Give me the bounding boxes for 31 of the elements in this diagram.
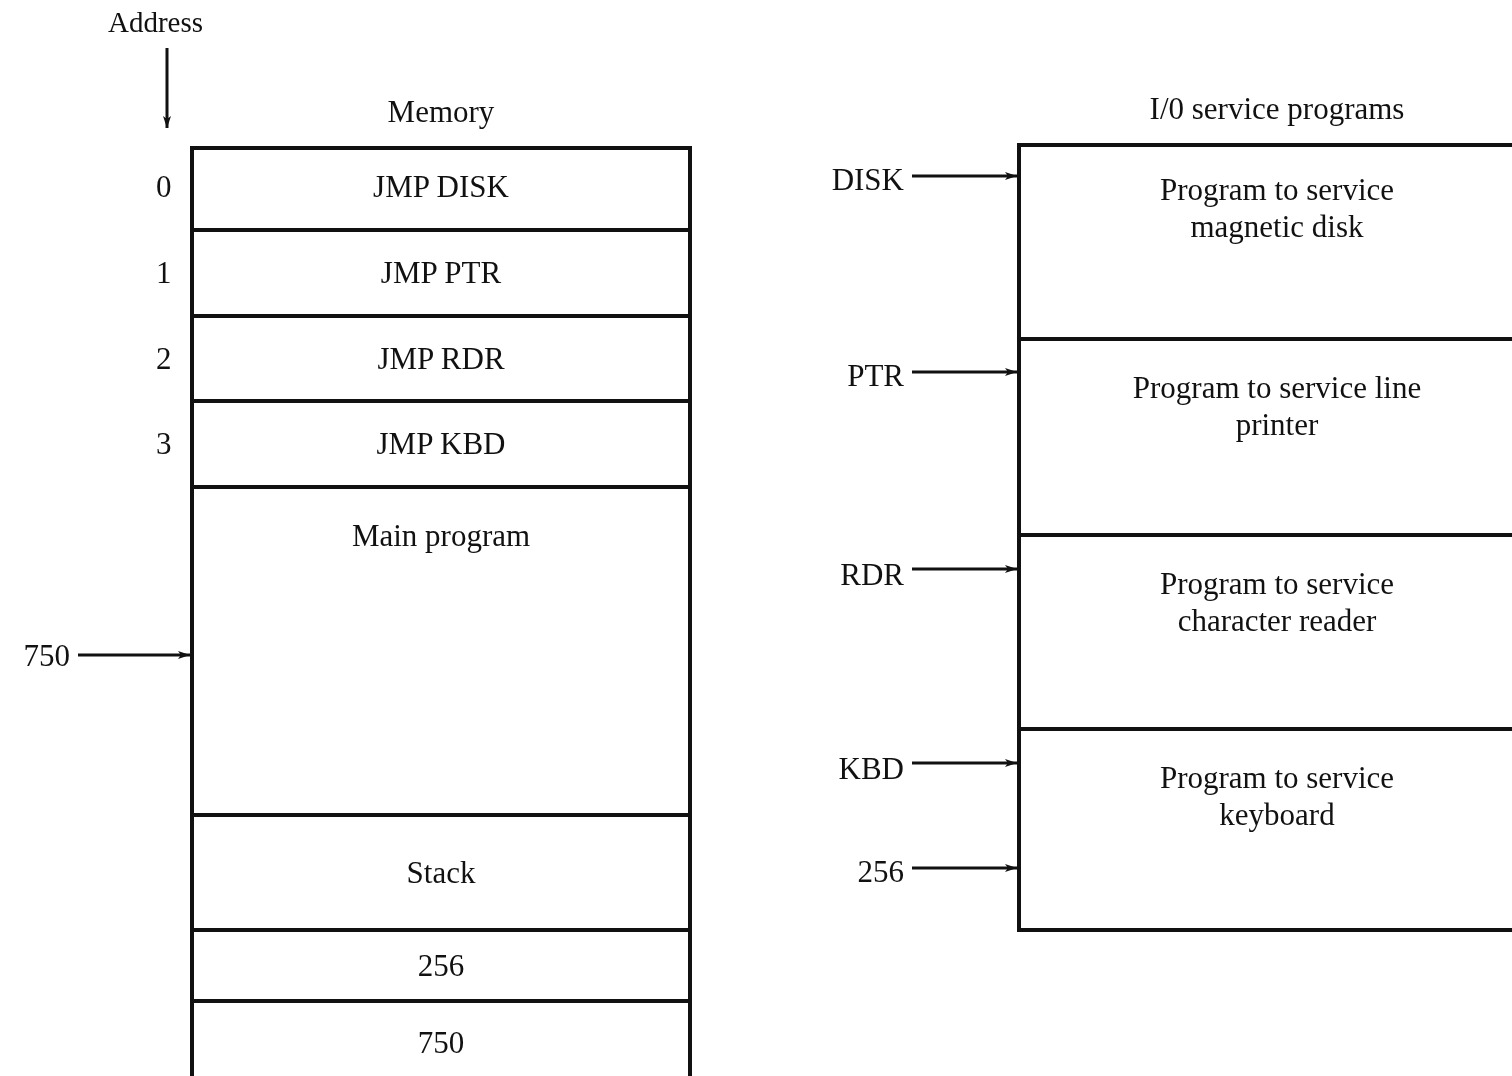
cell-text: 750 [417, 1023, 465, 1062]
cell-text: 256 [417, 946, 465, 985]
cell-text: Program to service keyboard [1158, 759, 1396, 834]
cell-text: Stack [406, 853, 476, 892]
block-heading: Memory [387, 94, 495, 129]
cell-text: Main program [351, 517, 531, 555]
arrow [912, 565, 1017, 573]
address-label: KBD [838, 751, 904, 787]
address-number: 0 [156, 169, 172, 205]
address-label: 750 [23, 638, 70, 674]
cell-text: JMP DISK [373, 168, 509, 206]
arrow [912, 864, 1017, 872]
arrow [912, 368, 1017, 376]
cell-text: JMP KBD [376, 425, 506, 463]
address-number: 2 [156, 340, 172, 377]
arrow [78, 651, 190, 659]
address-number: 3 [156, 426, 172, 462]
cell-text: Program to service character reader [1158, 565, 1396, 640]
address-number: 1 [156, 255, 172, 291]
cell-text: JMP PTR [380, 254, 502, 292]
cell-text: Program to service line printer [1131, 369, 1423, 444]
address-label: PTR [847, 358, 904, 394]
axis-label: Address [108, 6, 204, 39]
cell-text: Program to service magnetic disk [1158, 171, 1396, 246]
arrow [912, 172, 1017, 180]
arrow [912, 759, 1017, 767]
address-label: 256 [857, 854, 904, 890]
address-label: RDR [840, 557, 904, 593]
cell-text: JMP RDR [377, 339, 505, 378]
block-heading: I/0 service programs [1149, 91, 1405, 126]
address-label: DISK [831, 162, 904, 198]
